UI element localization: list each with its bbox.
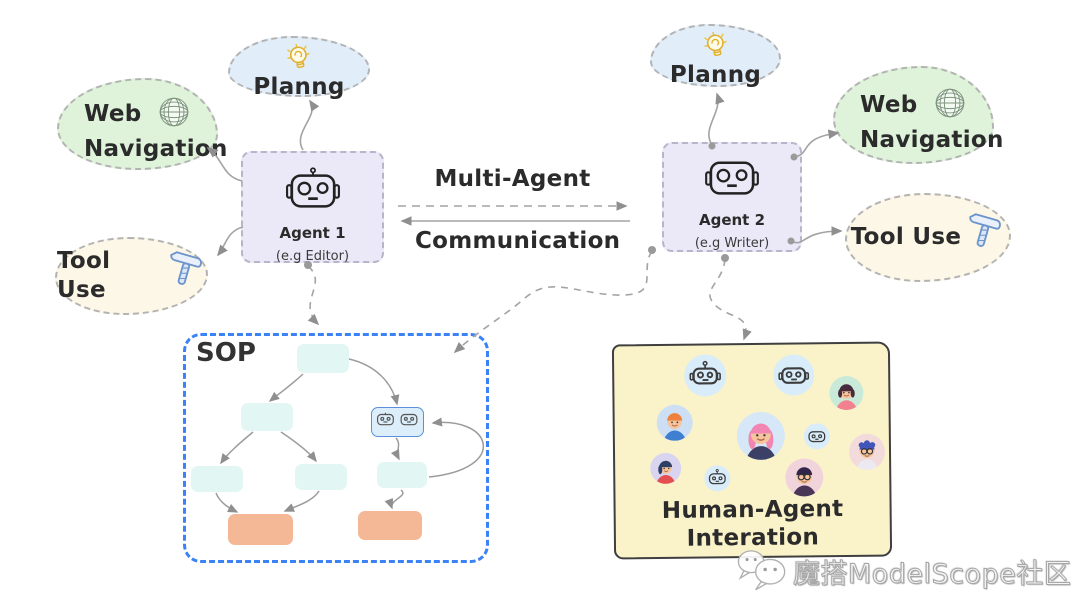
- sop-label: SOP: [196, 338, 256, 368]
- arrow-agent2-to-sop: [453, 250, 653, 354]
- sop-node-result-right: [358, 511, 422, 540]
- arrow-agent2-to-planning: [708, 92, 725, 146]
- sop-box: [183, 333, 489, 563]
- robot-icon: [281, 166, 345, 218]
- sop-node-left-b: [295, 464, 347, 490]
- woman-short-hair-avatar: [829, 375, 864, 411]
- woman-dark-hair-avatar: [650, 452, 682, 485]
- agent1-role: (e.g Editor): [275, 249, 350, 264]
- agent2-box: Agent 2 (e.g Writer): [662, 142, 802, 252]
- cloud-web-navigation-right: Web Navigation: [833, 66, 1004, 164]
- cloud-tool-use-right: Tool Use: [845, 193, 1011, 282]
- sop-node-left-a: [191, 466, 243, 492]
- agent1-box: Agent 1 (e.g Editor): [241, 151, 384, 264]
- man-orange-hair-avatar: [656, 404, 693, 441]
- sop-node-root: [297, 344, 349, 373]
- sop-node-left: [241, 403, 293, 431]
- web-navigation-label-line1: Web: [860, 91, 918, 118]
- arrow-agent2-to-human-box: [709, 258, 752, 341]
- planning-label: Planng: [669, 62, 762, 88]
- robot-icon: [683, 354, 727, 397]
- agent1-name: Agent 1: [279, 224, 346, 242]
- communication-label-top: Multi-Agent: [434, 166, 591, 192]
- cloud-tool-use-left: Tool Use: [55, 237, 208, 315]
- robot-icon: [772, 354, 815, 396]
- hammer-icon: [965, 212, 1005, 257]
- web-navigation-label-line2: Navigation: [860, 127, 1004, 153]
- web-navigation-label-line2: Navigation: [84, 136, 228, 162]
- hammer-icon: [166, 251, 206, 295]
- arrow-agent1-to-planning: [299, 99, 320, 151]
- globe-icon: [155, 93, 193, 135]
- human-agent-title-line1: Human-Agent: [661, 496, 844, 524]
- watermark-text: 魔搭ModelScope社区: [792, 558, 1072, 590]
- agent2-role: (e.g Writer): [694, 236, 770, 251]
- lightbulb-icon: [701, 30, 731, 66]
- robot-icon: [704, 465, 731, 492]
- watermark: 魔搭ModelScope社区: [733, 543, 1071, 599]
- arrow-agent1-to-tool-use: [217, 226, 244, 257]
- cloud-planning-left: Planng: [228, 36, 370, 100]
- man-glasses-avatar: [785, 458, 824, 497]
- sop-node-result-left: [228, 514, 293, 545]
- robot-pair-icon: [376, 410, 420, 434]
- sop-node-agents: [371, 407, 424, 437]
- woman-pink-hair-avatar: [736, 411, 786, 461]
- tool-use-label: Tool Use: [850, 224, 962, 251]
- communication-label-bottom: Communication: [415, 228, 621, 254]
- sop-node-right: [377, 462, 427, 488]
- planning-label: Planng: [253, 74, 345, 100]
- cloud-planning-right: Planng: [650, 24, 781, 88]
- man-curly-hair-glasses-avatar: [848, 433, 886, 470]
- web-navigation-label-line1: Web: [84, 100, 142, 127]
- human-agent-box: Human-Agent Interation: [611, 341, 893, 560]
- tool-use-label: Tool Use: [57, 248, 111, 303]
- robot-icon: [700, 157, 764, 205]
- globe-icon: [931, 84, 969, 126]
- lightbulb-icon: [284, 42, 314, 78]
- agent2-name: Agent 2: [698, 211, 766, 229]
- robot-icon: [803, 423, 830, 450]
- arrow-agent1-to-sop: [307, 265, 320, 326]
- wechat-icon: [733, 543, 791, 599]
- cloud-web-navigation-left: Web Navigation: [57, 78, 228, 170]
